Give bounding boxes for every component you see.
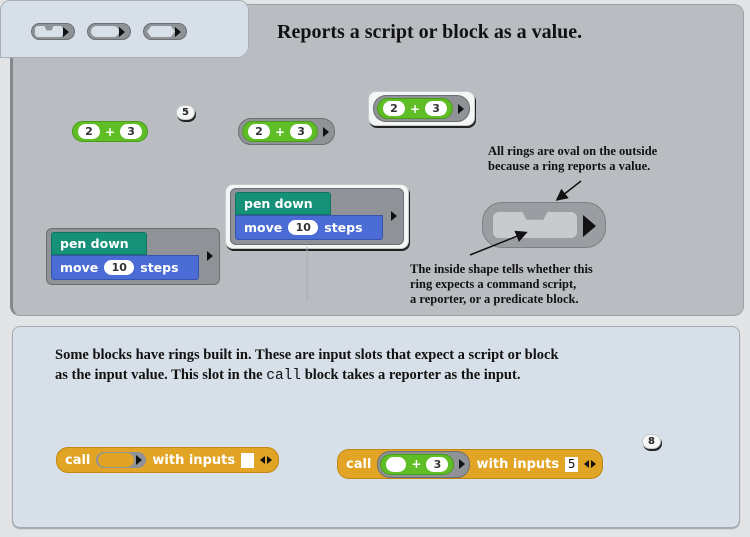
pen-down-block[interactable]: pen down [51,232,147,255]
bottom-panel [12,326,740,528]
call-block-empty[interactable]: call with inputs [56,447,280,473]
shape-note: The inside shape tells whether this ring… [410,262,593,307]
ring-arrow-icon [583,215,596,237]
result-value: 5 [182,107,189,118]
shape-note-line1: The inside shape tells whether this [410,262,593,276]
steps-slot[interactable]: 10 [104,260,135,275]
plus-operator: + [105,124,116,139]
empty-left-slot[interactable] [386,456,407,472]
ring-arrow-icon[interactable] [136,455,143,465]
with-inputs-label: with inputs [152,452,236,468]
ring-arrow-icon [391,211,397,221]
move-steps-block[interactable]: move 10 steps [51,255,199,280]
arrow-left-icon[interactable] [584,460,590,468]
shape-note-line2: ring expects a command script, [410,277,577,291]
variadic-arrows[interactable] [260,456,273,464]
reported-ring: pen down move 10 steps [230,188,404,245]
ringed-command-script[interactable]: pen down move 10 steps [46,228,220,285]
sum-reporter-block[interactable]: 2 + 3 [242,121,319,142]
right-slot[interactable]: 3 [290,124,313,139]
left-slot: 2 [383,101,405,116]
oval-note-line1: All rings are oval on the outside [488,144,658,158]
ring-arrow-icon[interactable] [323,126,330,137]
move-label: move [244,220,283,235]
input-slot[interactable] [241,452,255,468]
pen-down-label: pen down [244,196,313,211]
steps-label: steps [324,220,363,235]
reporter-ring-icon[interactable] [87,23,131,40]
call-result-bubble: 8 [642,434,661,449]
reported-ring-bubble: 2 + 3 [368,91,476,126]
steps-slot: 10 [288,220,319,235]
built-in-rings-note: Some blocks have rings built in. These a… [55,345,559,386]
pen-down-block: pen down [235,192,331,215]
steps-label: steps [140,260,179,275]
pen-down-label: pen down [60,236,129,251]
command-ring-icon[interactable] [31,23,75,40]
ring-arrow-icon[interactable] [207,251,213,261]
reporter-ring-slot[interactable] [96,452,147,468]
call-label: call [65,452,91,468]
with-inputs-label: with inputs [476,456,560,472]
ringed-reporter[interactable]: 2 + 3 [238,118,336,145]
note-line1: Some blocks have rings built in. These a… [55,347,559,363]
note-line2-a: as the input value. This slot in the [55,367,267,383]
call-result-value: 8 [648,436,655,447]
arrow-to-ring-outside [555,180,582,201]
reported-script-bubble: pen down move 10 steps [225,184,409,249]
variadic-arrows[interactable] [584,460,597,468]
plus-operator: + [411,457,422,471]
right-slot[interactable]: 3 [120,124,143,139]
sum-reporter-block[interactable]: 2 + 3 [72,121,149,142]
sum-reporter-block[interactable]: + 3 [380,453,455,475]
ring-arrow-icon [458,103,465,114]
move-steps-block: move 10 steps [235,215,383,240]
predicate-ring-icon[interactable] [143,23,187,40]
reported-ring: 2 + 3 [373,95,471,122]
arrow-to-ring-inside [469,230,528,256]
plus-operator: + [410,101,421,116]
large-command-ring [482,202,606,248]
arrow-right-icon[interactable] [591,460,597,468]
arrow-left-icon[interactable] [260,456,266,464]
empty-reporter-slot[interactable] [98,453,135,467]
note-line2: as the input value. This slot in the cal… [55,365,559,386]
result-bubble: 5 [176,105,195,120]
page-title: Reports a script or block as a value. [277,21,583,43]
call-code: call [266,368,302,384]
oval-note: All rings are oval on the outside becaus… [488,144,657,174]
move-label: move [60,260,99,275]
left-slot[interactable]: 2 [78,124,100,139]
call-label: call [346,456,372,472]
call-block-filled[interactable]: call + 3 with inputs 5 [337,449,604,479]
plus-operator: + [275,124,286,139]
oval-note-line2: because a ring reports a value. [488,159,651,173]
ring-arrow-icon[interactable] [459,459,466,469]
sum-reporter-block: 2 + 3 [377,98,454,119]
ring-types-tab [0,0,249,58]
right-slot[interactable]: 3 [426,456,449,472]
arrow-right-icon[interactable] [267,456,273,464]
left-slot[interactable]: 2 [248,124,270,139]
note-line2-b: block takes a reporter as the input. [301,367,521,383]
input-slot[interactable]: 5 [565,456,579,472]
shape-note-line3: a reporter, or a predicate block. [410,292,579,306]
right-slot: 3 [425,101,448,116]
reporter-ring-slot[interactable]: + 3 [377,450,471,478]
